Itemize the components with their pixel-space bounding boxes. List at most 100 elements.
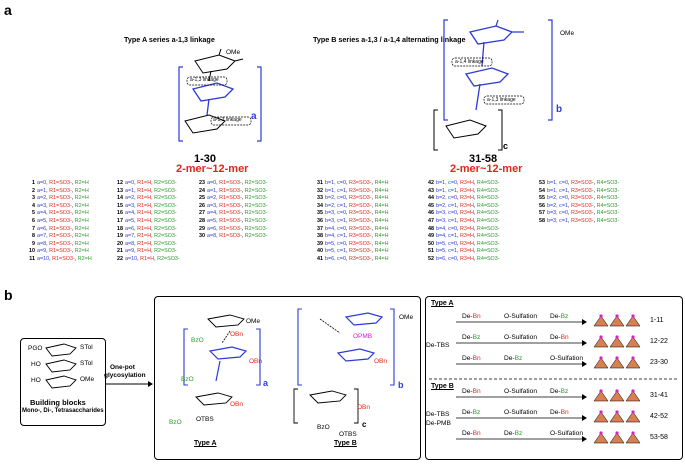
route-step: O-Sulfation bbox=[504, 388, 537, 395]
protected-structures-box bbox=[154, 296, 421, 460]
typeB-range: 31-58 bbox=[469, 153, 498, 165]
product-glyph bbox=[593, 431, 641, 444]
routes-typeA-title: Type A bbox=[431, 300, 454, 307]
one-pot-arrow bbox=[106, 381, 153, 387]
route-step: De-Bz bbox=[504, 355, 523, 362]
route-step: De-Bz bbox=[504, 430, 523, 437]
route-arrow bbox=[456, 340, 587, 346]
ome-label-b: OMe bbox=[560, 30, 575, 37]
route-dash-separator bbox=[429, 378, 677, 380]
bb-ho-1: HO bbox=[31, 361, 41, 368]
product-glyph bbox=[593, 410, 641, 423]
product-glyph bbox=[593, 335, 641, 348]
route-step: De-Bz bbox=[462, 334, 481, 341]
route-step: De-Bn bbox=[550, 409, 569, 416]
route-step: De-Bz bbox=[550, 313, 569, 320]
ome-label-typeB: OMe bbox=[399, 314, 414, 321]
bb-pgo: PGO bbox=[28, 345, 43, 352]
obn-label-typeB-2: OBn bbox=[357, 404, 371, 411]
linkage-13-label-a2: a-1,3 linkage bbox=[213, 117, 242, 123]
obn-label-typeB-1: OBn bbox=[374, 358, 388, 365]
bracket-b-label: b bbox=[556, 104, 563, 115]
de-pmb-label: De-PMB bbox=[426, 420, 451, 427]
building-blocks-box bbox=[20, 338, 106, 426]
bb-stol-2: STol bbox=[80, 360, 93, 367]
routes-typeB-title: Type B bbox=[431, 383, 454, 390]
typeB-struct-label: Type B bbox=[334, 440, 357, 447]
linkage-14-label: a-1,4 linkage bbox=[455, 59, 484, 65]
routes-box bbox=[425, 296, 683, 460]
typeB-title: Type B series a-1,3 / a-1,4 alternating … bbox=[313, 35, 466, 44]
route-step: O-Sulfation bbox=[550, 430, 583, 437]
route-arrow bbox=[456, 361, 587, 367]
one-pot-label: One-pot bbox=[110, 364, 135, 371]
bracket-b-label-b: b bbox=[398, 380, 404, 390]
linkage-13-label-b: a-1,3 linkage bbox=[487, 97, 516, 103]
route-step: O-Sulfation bbox=[550, 355, 583, 362]
bzo-label-typeB: BzO bbox=[317, 424, 330, 431]
route-step: De-Bn bbox=[462, 388, 481, 395]
route-step: De-Bz bbox=[550, 388, 569, 395]
typeB-mer: 2-mer~12-mer bbox=[450, 163, 523, 175]
route-product-range: 1-11 bbox=[650, 317, 664, 324]
route-product-range: 42-52 bbox=[650, 413, 668, 420]
bracket-a-label: a bbox=[251, 111, 257, 122]
route-step: De-Bn bbox=[462, 313, 481, 320]
route-step: De-Bz bbox=[462, 409, 481, 416]
route-product-range: 23-30 bbox=[650, 359, 668, 366]
typeA-mer: 2-mer~12-mer bbox=[176, 163, 249, 175]
obn-label-typeA-3: OBn bbox=[230, 401, 244, 408]
product-glyph bbox=[593, 314, 641, 327]
product-glyph bbox=[593, 356, 641, 369]
route-product-range: 31-41 bbox=[650, 392, 668, 399]
route-arrow bbox=[456, 319, 587, 325]
typeA-struct-label: Type A bbox=[194, 440, 217, 447]
route-product-range: 12-22 bbox=[650, 338, 668, 345]
protected-structures-drawing bbox=[183, 308, 395, 424]
route-step: De-Bn bbox=[462, 430, 481, 437]
linkage-13-label-a: a-1,3 linkage bbox=[190, 77, 219, 83]
